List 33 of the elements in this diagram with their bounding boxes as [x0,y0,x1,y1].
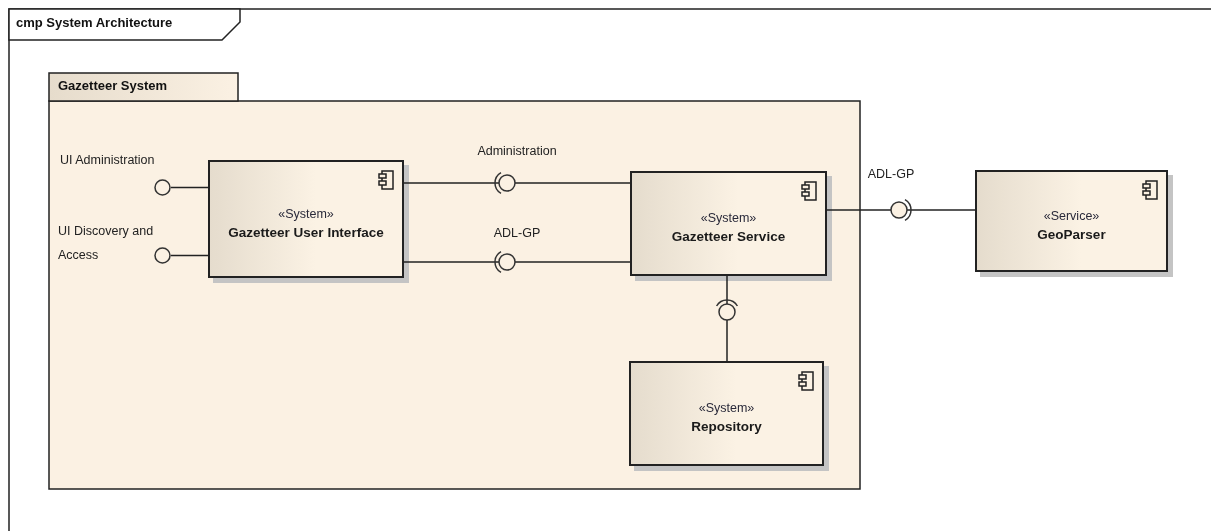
frame-title: cmp System Architecture [16,15,173,30]
interface-label: UI Administration [60,152,156,169]
stereotype-label: «System» [698,400,755,417]
interface-label: ADL-GP [492,225,542,242]
component-name: Gazetteer Service [671,228,786,246]
ball-and-socket-icon [714,299,740,325]
connector-line [170,254,209,257]
component-name: GeoParser [1037,225,1106,244]
provided-interface-circle [154,247,171,264]
stereotype-label: «Service» [1043,207,1100,225]
connector-line [403,261,495,263]
component-name: Repository [691,418,762,436]
ball-and-socket-icon [494,170,520,196]
connector-line [170,186,209,189]
connector-line [911,209,976,211]
component-name: Gazetteer User Interface [228,223,384,242]
stereotype-label: «System» [278,205,334,223]
stereotype-label: «System» [700,210,757,227]
connector-line [519,182,631,184]
interface-label: ADL-GP [866,166,916,183]
ball-and-socket-icon [494,249,520,275]
connector-line [726,275,728,300]
connector-line [826,209,887,211]
provided-interface-circle [154,179,171,196]
connector-line [726,324,728,362]
ball-and-socket-icon [886,197,912,223]
diagram-frame [8,8,1211,531]
interface-label: UI Discovery and Access [58,223,154,264]
connector-line [519,261,631,263]
package-title: Gazetteer System [58,78,168,93]
interface-label: Administration [476,143,558,160]
package [48,72,861,490]
connector-line [403,182,495,184]
